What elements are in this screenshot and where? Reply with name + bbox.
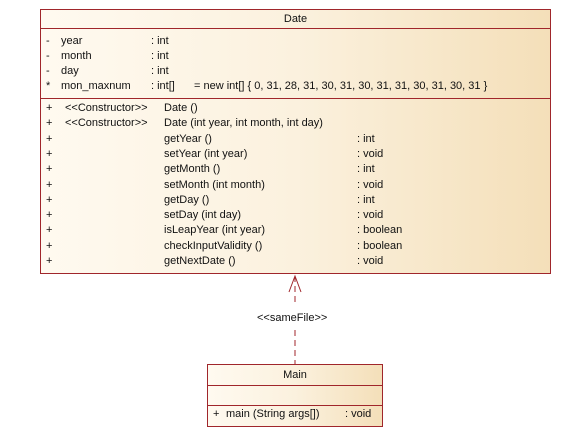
attribute-name: day bbox=[61, 65, 79, 77]
operation-row[interactable]: + main (String args[]) : void bbox=[208, 407, 382, 422]
operation-signature: setMonth (int month) bbox=[164, 178, 265, 191]
operation-row[interactable]: + getYear () : int bbox=[41, 132, 550, 147]
operation-return-type: : void bbox=[357, 255, 384, 267]
visibility-marker: + bbox=[46, 224, 53, 237]
attribute-name: month bbox=[61, 50, 92, 62]
attribute-type: : int bbox=[151, 65, 169, 77]
attribute-initial-value: = new int[] { 0, 31, 28, 31, 30, 31, 30,… bbox=[194, 80, 488, 92]
operation-return-type: : boolean bbox=[357, 224, 403, 237]
date-class-name: Date bbox=[41, 10, 550, 29]
main-class[interactable]: Main + main (String args[]) : void bbox=[207, 364, 383, 427]
operation-signature: checkInputValidity () bbox=[164, 239, 263, 252]
visibility-marker: * bbox=[46, 80, 51, 92]
operation-row[interactable]: + getDay () : int bbox=[41, 193, 550, 208]
visibility-marker: - bbox=[46, 50, 50, 62]
operation-stereotype: <<Constructor>> bbox=[65, 102, 148, 114]
operation-return-type: : boolean bbox=[357, 239, 403, 252]
operation-return-type: : int bbox=[357, 163, 375, 176]
operation-stereotype: <<Constructor>> bbox=[65, 117, 148, 130]
operation-row[interactable]: + getMonth () : int bbox=[41, 162, 550, 177]
operation-return-type: : void bbox=[345, 408, 372, 420]
main-class-name: Main bbox=[208, 365, 382, 386]
attribute-name: mon_maxnum bbox=[61, 80, 131, 92]
date-operations: + <<Constructor>> Date () + <<Constructor>> D… bbox=[41, 101, 550, 271]
operation-row[interactable]: + isLeapYear (int year) : boolean bbox=[41, 223, 550, 238]
main-operations: + main (String args[]) : void bbox=[208, 407, 382, 425]
operation-signature: isLeapYear (int year) bbox=[164, 224, 266, 237]
main-divider bbox=[208, 405, 382, 406]
arrowhead-icon bbox=[288, 274, 302, 293]
attribute-name: year bbox=[61, 35, 83, 47]
operation-row[interactable]: + setMonth (int month) : void bbox=[41, 178, 550, 193]
operation-row[interactable]: + <<Constructor>> Date (int year, int mont… bbox=[41, 116, 550, 131]
attribute-row[interactable]: -month : int bbox=[41, 49, 550, 64]
visibility-marker: - bbox=[46, 35, 50, 47]
operation-signature: Date (int year, int month, int day) bbox=[164, 117, 323, 130]
visibility-marker: + bbox=[46, 178, 53, 191]
operation-signature: setYear (int year) bbox=[164, 147, 248, 160]
operation-row[interactable]: + setYear (int year) : void bbox=[41, 147, 550, 162]
operation-return-type: : void bbox=[357, 147, 384, 160]
visibility-marker: + bbox=[46, 255, 53, 267]
visibility-marker: + bbox=[46, 132, 53, 145]
date-divider bbox=[41, 98, 550, 99]
attribute-row[interactable]: -year : int bbox=[41, 34, 550, 49]
visibility-marker: + bbox=[46, 147, 53, 160]
operation-signature: getDay () bbox=[164, 193, 210, 206]
operation-signature: Date () bbox=[164, 102, 198, 114]
visibility-marker: + bbox=[46, 209, 53, 222]
attribute-type: : int bbox=[151, 50, 169, 62]
attribute-type: : int bbox=[151, 35, 169, 47]
operation-signature: getMonth () bbox=[164, 163, 221, 176]
dependency-label: <<sameFile>> bbox=[257, 312, 328, 324]
visibility-marker: + bbox=[46, 163, 53, 176]
operation-return-type: : int bbox=[357, 132, 375, 145]
operation-row[interactable]: + <<Constructor>> Date () bbox=[41, 101, 550, 116]
operation-signature: getNextDate () bbox=[164, 255, 236, 267]
operation-signature: getYear () bbox=[164, 132, 212, 145]
attribute-row[interactable]: -day : int bbox=[41, 64, 550, 79]
visibility-marker: - bbox=[46, 65, 50, 77]
visibility-marker: + bbox=[46, 117, 53, 130]
operation-signature: main (String args[]) bbox=[226, 408, 320, 420]
visibility-marker: + bbox=[46, 239, 53, 252]
operation-return-type: : int bbox=[357, 193, 375, 206]
visibility-marker: + bbox=[46, 102, 53, 114]
visibility-marker: + bbox=[46, 193, 53, 206]
operation-row[interactable]: + checkInputValidity () : boolean bbox=[41, 239, 550, 254]
operation-return-type: : void bbox=[357, 178, 384, 191]
attribute-type: : int[] bbox=[151, 80, 175, 92]
operation-return-type: : void bbox=[357, 209, 384, 222]
operation-row[interactable]: + setDay (int day) : void bbox=[41, 208, 550, 223]
visibility-marker: + bbox=[213, 408, 220, 420]
date-attributes: -year: int-month: int-day: int*mon_maxnu… bbox=[41, 34, 550, 98]
operation-row[interactable]: + getNextDate () : void bbox=[41, 254, 550, 269]
attribute-row[interactable]: * mon_maxnum : int[] = new int[] { 0, 31, 2… bbox=[41, 79, 550, 94]
operation-signature: setDay (int day) bbox=[164, 209, 242, 222]
date-class[interactable]: Date -year: int-month: int-day: int*mon_… bbox=[40, 9, 551, 274]
